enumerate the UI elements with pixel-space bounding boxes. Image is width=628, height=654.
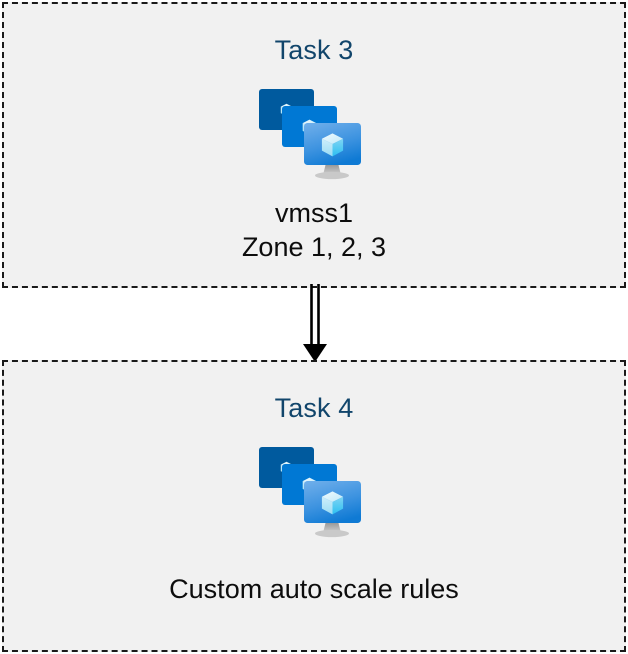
task-box-task-3: Task 3: [2, 2, 626, 288]
task-4-caption-line-1: Custom auto scale rules: [169, 574, 459, 604]
task-3-caption-line-1: vmss1: [274, 198, 353, 228]
vm-scale-set-icon: [259, 89, 361, 180]
monitor-stand-icon: [315, 163, 349, 180]
monitor-front-icon: [304, 481, 361, 523]
task-3-icon-wrapper: [256, 81, 372, 181]
double-line-arrow-down-icon: [303, 284, 327, 362]
monitor-front-icon: [304, 123, 361, 165]
monitor-stand-icon: [315, 521, 349, 538]
task-4-heading: Task 4: [274, 393, 354, 423]
task-4-icon-wrapper: [256, 439, 372, 539]
task-3-caption-block: vmss1 Zone 1, 2, 3: [242, 196, 386, 264]
task-3-heading: Task 3: [274, 35, 354, 65]
task-3-caption-line-2: Zone 1, 2, 3: [241, 232, 387, 262]
task-box-task-4: Task 4: [2, 360, 626, 652]
vm-scale-set-icon: [259, 447, 361, 538]
task-4-caption-block: Custom auto scale rules: [169, 572, 459, 606]
